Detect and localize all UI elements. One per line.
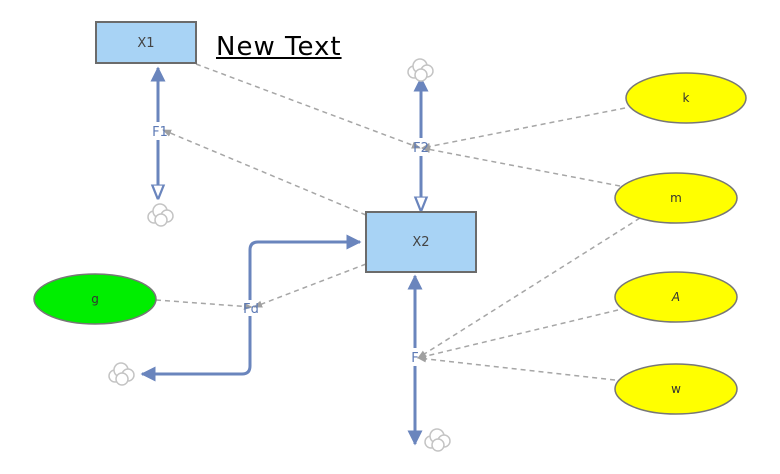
variable-g[interactable]: g <box>33 273 157 325</box>
link-x2-to-fd <box>253 263 367 308</box>
cloud-icon <box>407 58 434 82</box>
flow-f2-label[interactable]: F2 <box>413 141 429 156</box>
link-m-to-f2 <box>421 145 621 187</box>
link-w-to-f <box>417 355 616 381</box>
flow-f-label[interactable]: F <box>411 351 418 366</box>
variable-g-label: g <box>91 292 99 306</box>
new-text-note[interactable]: New Text <box>216 32 342 62</box>
stock-x2-label: X2 <box>412 235 429 250</box>
stock-x2[interactable]: X2 <box>365 211 477 273</box>
link-m-to-f <box>417 217 641 359</box>
stock-x1[interactable]: X1 <box>95 21 197 64</box>
link-g-to-fd <box>155 299 253 311</box>
variable-k[interactable]: k <box>625 72 747 124</box>
stock-x1-label: X1 <box>137 36 154 51</box>
flow-pipe-fd-to-x2 <box>248 234 362 300</box>
cloud-icon <box>424 428 451 452</box>
link-x1-to-f2 <box>195 63 421 149</box>
flow-f1-label[interactable]: F1 <box>152 125 168 140</box>
link-k-to-f2 <box>421 107 626 150</box>
variable-m[interactable]: m <box>614 172 738 224</box>
link-a-to-f <box>417 309 619 360</box>
variable-m-label: m <box>670 191 682 205</box>
variable-a-label: A <box>671 290 680 304</box>
flow-fd-label[interactable]: Fd <box>243 302 259 317</box>
variable-k-label: k <box>683 91 690 105</box>
flow-pipe-fd-to-cloud <box>140 316 252 382</box>
variable-a[interactable]: A <box>614 271 738 323</box>
variable-w[interactable]: w <box>614 363 738 415</box>
cloud-icon <box>108 362 135 386</box>
cloud-icon <box>147 203 174 227</box>
link-x2-to-f1 <box>162 129 367 216</box>
variable-w-label: w <box>671 382 681 396</box>
